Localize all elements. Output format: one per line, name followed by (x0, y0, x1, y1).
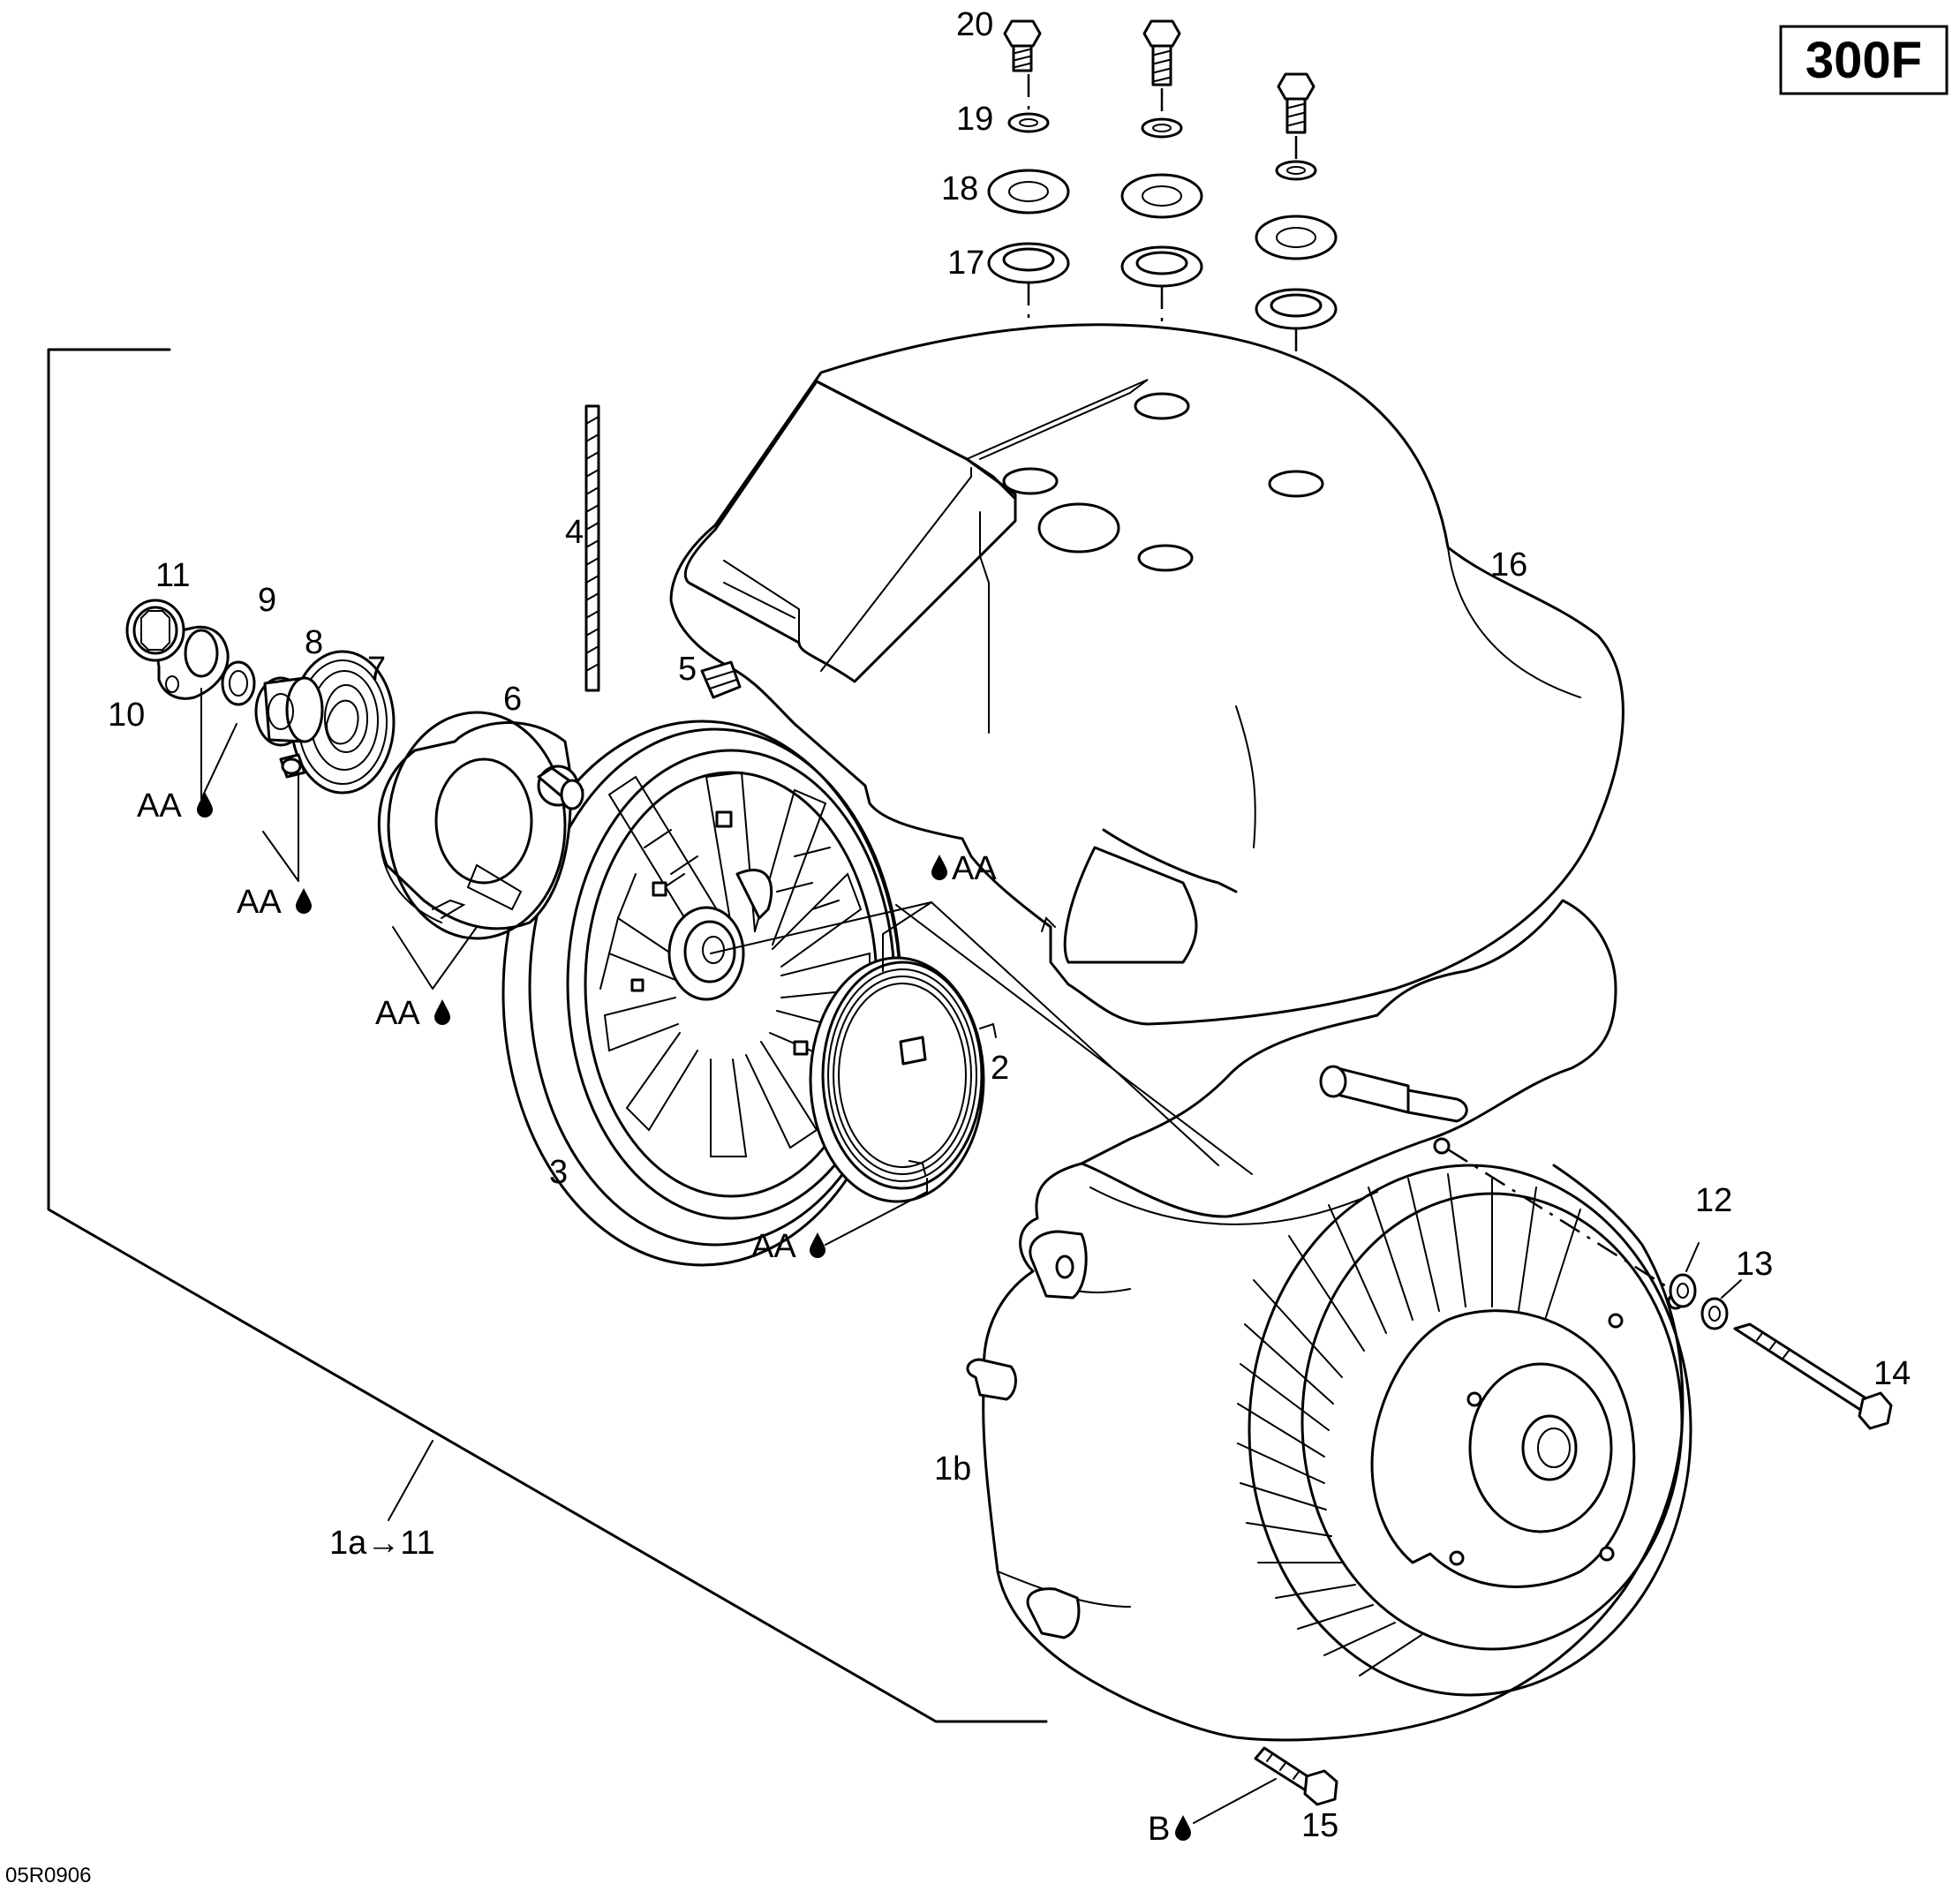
oil-drop-icon (1175, 1815, 1191, 1841)
assembly-bracket (47, 348, 1048, 1723)
washer-part-13 (1700, 1297, 1729, 1330)
callout-14: 14 (1873, 1355, 1911, 1392)
bushing-part-8 (254, 676, 324, 747)
lubricant-marker: AA (751, 1228, 825, 1265)
callout-7: 7 (367, 651, 386, 688)
callout-8: 8 (305, 624, 323, 661)
washer-part-9 (221, 660, 256, 706)
callout-1b: 1b (934, 1450, 971, 1488)
callout-9: 9 (258, 582, 276, 619)
callout-12: 12 (1695, 1182, 1732, 1219)
callout-17: 17 (947, 245, 984, 282)
callout-4: 4 (565, 514, 584, 551)
lubricant-marker: AA (137, 787, 213, 825)
callout-10: 10 (108, 697, 145, 734)
starter-rope-part-4 (584, 404, 600, 692)
drawing-code: 05R0906 (5, 1864, 91, 1887)
lubricant-marker: B (1148, 1811, 1191, 1848)
oil-drop-icon (810, 1232, 825, 1258)
lubricant-code: AA (237, 884, 282, 921)
oil-drop-icon (931, 855, 947, 880)
recoil-spring-part-2 (809, 956, 997, 1203)
model-badge: 300F (1779, 25, 1949, 95)
assembly-leader (388, 1440, 433, 1521)
cam-plate-part-6 (377, 711, 584, 940)
lubricant-code: AA (952, 850, 997, 887)
lubricant-marker: AA (375, 995, 450, 1032)
bolt-part-15 (1254, 1746, 1338, 1806)
key-part-5 (700, 660, 742, 699)
callout-19: 19 (956, 101, 993, 138)
lubricant-code: B (1148, 1811, 1170, 1848)
model-badge-text: 300F (1805, 32, 1922, 89)
callout-assembly: 1a→11 (329, 1525, 435, 1562)
leader-lines (200, 688, 1742, 1824)
oil-drop-icon (434, 999, 450, 1025)
fan-cover-part-16 (669, 323, 1625, 1026)
nut-part-11 (125, 599, 185, 662)
washer-part-12 (1669, 1273, 1697, 1308)
callout-13: 13 (1736, 1246, 1773, 1283)
callout-18: 18 (941, 170, 978, 207)
oil-drop-icon (296, 888, 312, 914)
lubricant-marker: AA (237, 884, 312, 921)
lubricant-code: AA (375, 995, 420, 1032)
callout-5: 5 (678, 651, 697, 688)
callout-15: 15 (1301, 1807, 1338, 1844)
callout-16: 16 (1490, 546, 1527, 584)
oil-drop-icon (197, 792, 213, 817)
housing-part-1b (966, 899, 1692, 1742)
callout-3: 3 (549, 1154, 568, 1191)
callout-11: 11 (155, 557, 190, 594)
callout-2: 2 (991, 1050, 1009, 1087)
bolt-stack-middle (1120, 19, 1203, 406)
bolt-part-14 (1733, 1322, 1893, 1430)
callout-6: 6 (503, 681, 522, 718)
lubricant-code: AA (137, 787, 182, 825)
bolt-stack-left (987, 19, 1070, 484)
callout-20: 20 (956, 6, 993, 43)
lubricant-code: AA (751, 1228, 796, 1265)
lubricant-marker: AA (931, 850, 997, 887)
